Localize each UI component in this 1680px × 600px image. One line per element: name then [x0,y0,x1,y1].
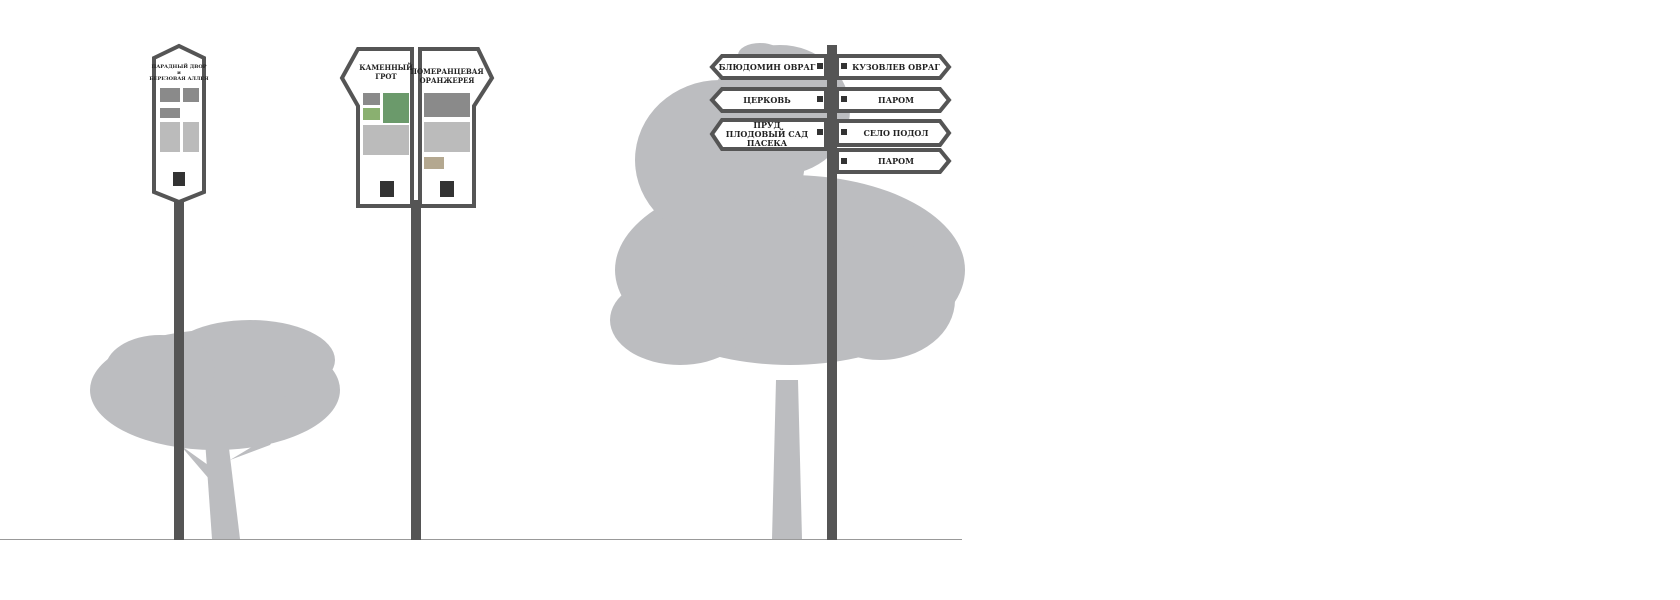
direction-sign-left [709,118,828,151]
photo [183,88,199,102]
direction-sign-right [835,148,952,174]
photo [160,88,180,102]
direction-label: ПАРОМ [878,156,914,166]
photo [424,157,444,169]
text-block [424,122,470,152]
direction-label: ПРУД [753,120,780,130]
sign-title-line: КАМЕННЫЙ [359,62,413,72]
direction-signs: БЛЮДОМИН ОВРАГ ЦЕРКОВЬ ПРУД ПЛОДОВЫЙ САД… [709,54,952,174]
pole-2 [411,200,421,540]
sign-title-line: ПОМЕРАНЦЕВАЯ [410,67,483,76]
photo [424,93,470,117]
direction-sign-right [835,119,952,147]
direction-label: ПАСЕКА [747,138,788,148]
qr-icons [817,63,847,164]
direction-sign-left [709,87,828,113]
direction-label: КУЗОВЛЕВ ОВРАГ [852,62,940,72]
info-sign-single: ПАРАДНЫЙ ДВОР и БЕРЕЗОВАЯ АЛЛЕЯ [149,43,209,205]
text-block [183,122,199,152]
text-block [160,122,180,152]
direction-label: ПЛОДОВЫЙ САД [726,129,808,139]
sign-title-line: ГРОТ [375,72,397,81]
photo [363,93,380,105]
qr-code [440,181,454,197]
text-block [363,125,409,155]
direction-label: БЛЮДОМИН ОВРАГ [719,62,816,72]
direction-sign-right [835,54,952,80]
tree-small [90,320,340,539]
photo [383,93,409,123]
direction-label: СЕЛО ПОДОЛ [864,128,929,138]
direction-sign-left [709,54,828,80]
direction-label: ПАРОМ [878,95,914,105]
qr-code [173,172,185,186]
sign-title-line: ОРАНЖЕРЕЯ [420,76,475,85]
direction-label: ЦЕРКОВЬ [743,95,791,105]
photo [160,108,180,118]
sign-title-line: и [177,70,181,76]
sign-title-line: ПАРАДНЫЙ ДВОР [151,62,206,70]
photo [363,108,380,120]
info-sign-double: КАМЕННЫЙ ГРОТ ПОМЕРАНЦЕВАЯ ОРАНЖЕРЕЯ [339,47,495,208]
direction-sign-right [835,87,952,113]
pole-3 [827,45,837,540]
qr-code [380,181,394,197]
sign-title-line: БЕРЕЗОВАЯ АЛЛЕЯ [149,76,209,82]
tree-large [610,43,965,539]
pole-1 [174,195,184,540]
